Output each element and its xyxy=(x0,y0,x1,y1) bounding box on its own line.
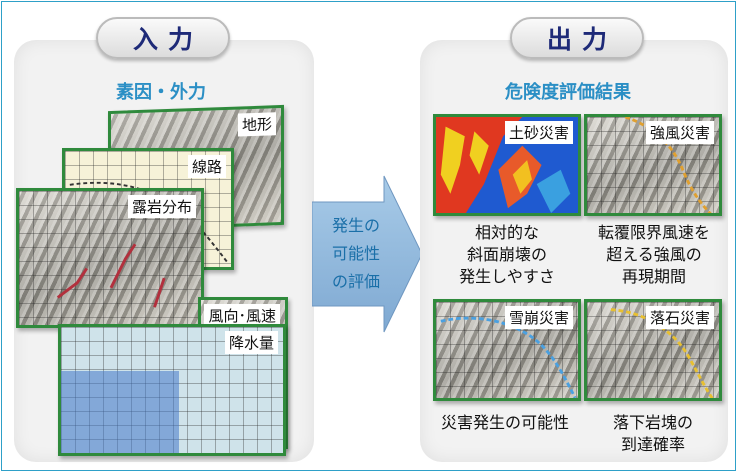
desc-line: 斜面崩壊の xyxy=(466,245,547,264)
input-header: 入力 xyxy=(96,17,230,59)
layer-label: 地形 xyxy=(237,112,276,137)
desc-line: 発生しやすさ xyxy=(459,267,555,286)
layer-label: 風向･風速 xyxy=(204,304,280,327)
result-avalanche-map: 雪崩災害 xyxy=(433,299,581,401)
rockfall-risk-line xyxy=(610,308,714,398)
arrow-label-line3: の評価 xyxy=(331,272,380,291)
result-wind-map: 強風災害 xyxy=(584,114,722,216)
arrow-label-line2: 可能性 xyxy=(331,244,380,263)
input-subtitle: 素因・外力 xyxy=(116,82,206,103)
input-title: 入力 xyxy=(132,25,203,54)
desc-line: 再現期間 xyxy=(621,267,686,286)
desc-line: 落下岩塊の xyxy=(612,413,693,432)
result-label: 雪崩災害 xyxy=(504,306,573,329)
layer-label: 露岩分布 xyxy=(127,195,196,218)
output-header: 出力 xyxy=(510,17,644,59)
avalanche-risk-line xyxy=(440,316,577,398)
desc-line: 災害発生の可能性 xyxy=(440,413,569,432)
desc-line: 到達確率 xyxy=(620,435,685,454)
arrow-label-line1: 発生の xyxy=(331,216,380,235)
desc-line: 超える強風の xyxy=(606,245,702,264)
rain-highlight xyxy=(61,371,179,453)
result-rockfall-map: 落石災害 xyxy=(584,299,722,401)
result-label: 土砂災害 xyxy=(504,121,573,144)
result-label: 強風災害 xyxy=(645,121,714,144)
rock-outcrops xyxy=(56,243,166,308)
desc-line: 転覆限界風速を xyxy=(597,223,710,242)
layer-label: 降水量 xyxy=(224,331,278,354)
railway-line xyxy=(69,181,228,263)
layer-rock: 露岩分布 xyxy=(16,188,204,328)
output-title: 出力 xyxy=(546,25,617,54)
desc-line: 相対的な xyxy=(474,223,539,242)
layer-label: 線路 xyxy=(187,155,226,178)
result-label: 落石災害 xyxy=(645,306,714,329)
result-sediment-map: 土砂災害 xyxy=(433,114,581,216)
result-desc-avalanche: 災害発生の可能性 xyxy=(420,412,590,434)
layer-rain: 降水量 xyxy=(58,324,286,456)
result-desc-rockfall: 落下岩塊の 到達確率 xyxy=(584,412,722,456)
result-desc-wind: 転覆限界風速を 超える強風の 再現期間 xyxy=(582,222,726,288)
evaluation-arrow xyxy=(312,175,423,333)
output-subtitle: 危険度評価結果 xyxy=(505,82,631,103)
result-desc-sediment: 相対的な 斜面崩壊の 発生しやすさ xyxy=(433,222,581,288)
